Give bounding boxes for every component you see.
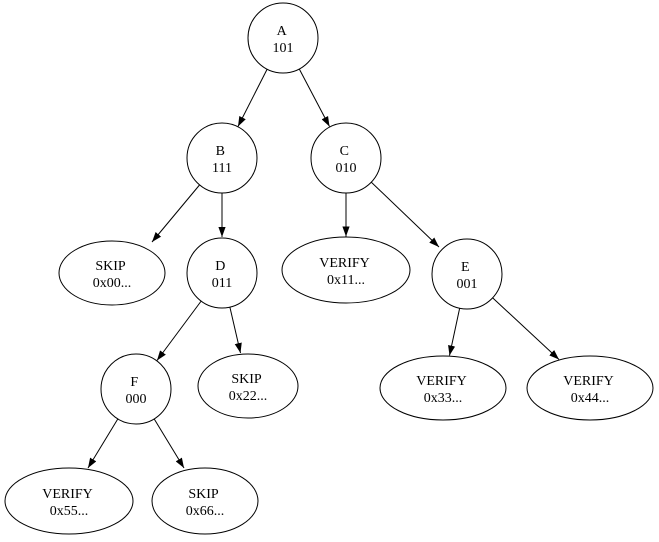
nodes-layer: A 101 B 111 C 010 SKIP 0x00... [4, 2, 654, 535]
node-skip00-shape [58, 240, 166, 306]
node-skip00-label: SKIP 0x00... [93, 259, 132, 291]
node-verify55-label: VERIFY 0x55... [42, 487, 96, 519]
node-B: B 111 [186, 122, 258, 194]
node-B-label: B 111 [212, 144, 232, 176]
node-E: E 001 [431, 238, 503, 310]
node-A: A 101 [247, 2, 319, 74]
node-C-shape [310, 122, 382, 194]
node-skip22-shape [197, 353, 299, 419]
node-E-shape [431, 238, 503, 310]
node-skip66-label: SKIP 0x66... [186, 487, 225, 519]
node-verify33-label: VERIFY 0x33... [416, 374, 470, 406]
node-F: F 000 [100, 353, 172, 425]
node-verify55: VERIFY 0x55... [4, 467, 134, 535]
node-C: C 010 [310, 122, 382, 194]
node-A-shape [247, 2, 319, 74]
node-verify11-shape [281, 236, 411, 304]
node-C-label: C 010 [336, 144, 357, 176]
node-F-label: F 000 [126, 375, 147, 407]
node-D: D 011 [186, 237, 258, 309]
node-skip00: SKIP 0x00... [58, 240, 166, 306]
node-verify33-shape [379, 355, 507, 421]
node-skip22-label: SKIP 0x22... [229, 372, 268, 404]
node-skip66: SKIP 0x66... [151, 467, 259, 535]
node-verify44-shape [526, 355, 654, 421]
node-verify55-shape [4, 467, 134, 535]
node-B-shape [186, 122, 258, 194]
node-F-shape [100, 353, 172, 425]
node-verify44-label: VERIFY 0x44... [563, 374, 617, 406]
node-A-label: A 101 [273, 24, 294, 56]
node-verify11: VERIFY 0x11... [281, 236, 411, 304]
node-verify11-label: VERIFY 0x11... [319, 256, 373, 288]
node-D-label: D 011 [212, 259, 232, 291]
node-verify33: VERIFY 0x33... [379, 355, 507, 421]
node-E-label: E 001 [457, 260, 478, 292]
node-skip22: SKIP 0x22... [197, 353, 299, 419]
node-skip66-shape [151, 467, 259, 535]
node-verify44: VERIFY 0x44... [526, 355, 654, 421]
node-D-shape [186, 237, 258, 309]
